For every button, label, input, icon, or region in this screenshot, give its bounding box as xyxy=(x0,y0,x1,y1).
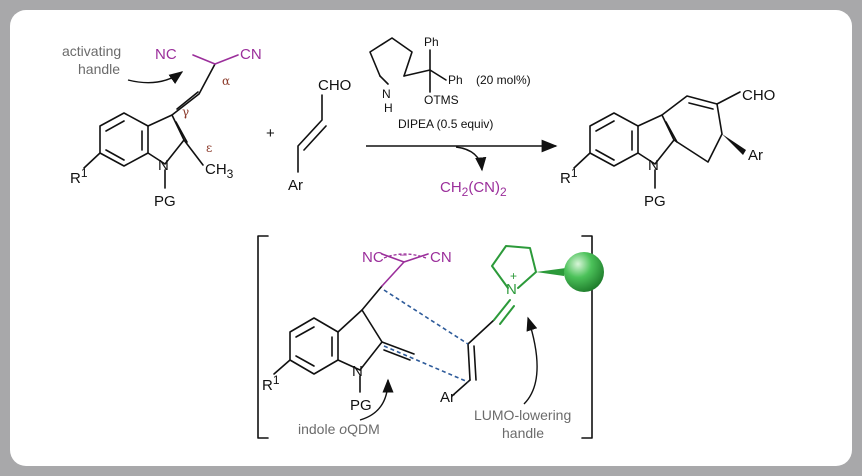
ts-pyrrolidinium-ring xyxy=(491,245,566,289)
product-cho-label: CHO xyxy=(742,87,775,104)
ts-indole-oqdm xyxy=(273,285,415,393)
lumo-pointer-arrow xyxy=(523,316,538,405)
ts-forming-bond-1 xyxy=(383,289,469,345)
ts-indole-n-label: N xyxy=(352,363,363,380)
ts-dicyanomethyl-bonds xyxy=(381,253,429,287)
enal-ar-label: Ar xyxy=(288,177,303,194)
product-ar-label: Ar xyxy=(748,147,763,164)
gamma-label: γ xyxy=(182,105,189,119)
pg-label: PG xyxy=(154,193,176,210)
catalyst-structure xyxy=(369,37,447,93)
substrate-indole xyxy=(83,54,239,189)
product-r1-label: R1 xyxy=(560,166,578,187)
ts-iminium-double-bond xyxy=(493,299,511,321)
catalyst-ph1-label: Ph xyxy=(424,35,439,49)
substrate-cn-label: CN xyxy=(240,46,262,63)
lumo-lowering-note-line1: LUMO-lowering xyxy=(474,407,571,423)
activating-handle-note-line1: activating xyxy=(62,43,121,59)
epsilon-label: ε xyxy=(206,141,212,155)
catalyst-h-label: H xyxy=(384,101,393,115)
r1-label: R1 xyxy=(70,166,88,187)
catalyst-bulky-group-sphere xyxy=(564,252,604,292)
ts-ar-label: Ar xyxy=(440,389,455,406)
oqdm-pointer-arrow xyxy=(359,378,394,421)
activating-handle-arrow xyxy=(127,71,184,84)
product-pg-label: PG xyxy=(644,193,666,210)
product-carbazole xyxy=(573,91,746,189)
byproduct-release-arrow xyxy=(455,146,487,172)
ts-iminium-dienophile xyxy=(451,319,495,397)
ts-iminium-n-label: N xyxy=(506,281,517,298)
plus-sign: + xyxy=(266,125,275,142)
methyl-label: CH3 xyxy=(205,161,234,181)
base-label: DIPEA (0.5 equiv) xyxy=(398,117,493,131)
enal-reactant xyxy=(297,94,327,173)
ts-iminium-double-bond-2 xyxy=(499,305,515,325)
lumo-lowering-note-line2: handle xyxy=(502,425,544,441)
catalyst-otms-label: OTMS xyxy=(424,93,459,107)
ts-iminium-plus-label: + xyxy=(510,269,517,283)
ts-cn-label: CN xyxy=(430,249,452,266)
enal-cho-label: CHO xyxy=(318,77,351,94)
ts-r1-label: R1 xyxy=(262,373,280,394)
ts-minus-label: – xyxy=(400,247,407,261)
product-n-label: N xyxy=(648,157,659,174)
indole-n-label: N xyxy=(158,157,169,174)
ts-anion-delocalization xyxy=(383,253,427,259)
alpha-label: α xyxy=(222,74,230,88)
catalyst-n-label: N xyxy=(382,87,391,101)
scheme-panel xyxy=(10,10,852,466)
activating-handle-note-line2: handle xyxy=(78,61,120,77)
ts-pg-label: PG xyxy=(350,397,372,414)
catalyst-ph2-label: Ph xyxy=(448,73,463,87)
ts-nc-label: NC xyxy=(362,249,384,266)
transition-state-brackets xyxy=(257,235,593,439)
ts-forming-bond-2 xyxy=(383,345,469,383)
byproduct-label: CH2(CN)2 xyxy=(440,179,507,199)
substrate-nc-label: NC xyxy=(155,46,177,63)
catalyst-loading-label: (20 mol%) xyxy=(476,73,531,87)
indole-oqdm-note: indole oQDM xyxy=(298,421,380,437)
